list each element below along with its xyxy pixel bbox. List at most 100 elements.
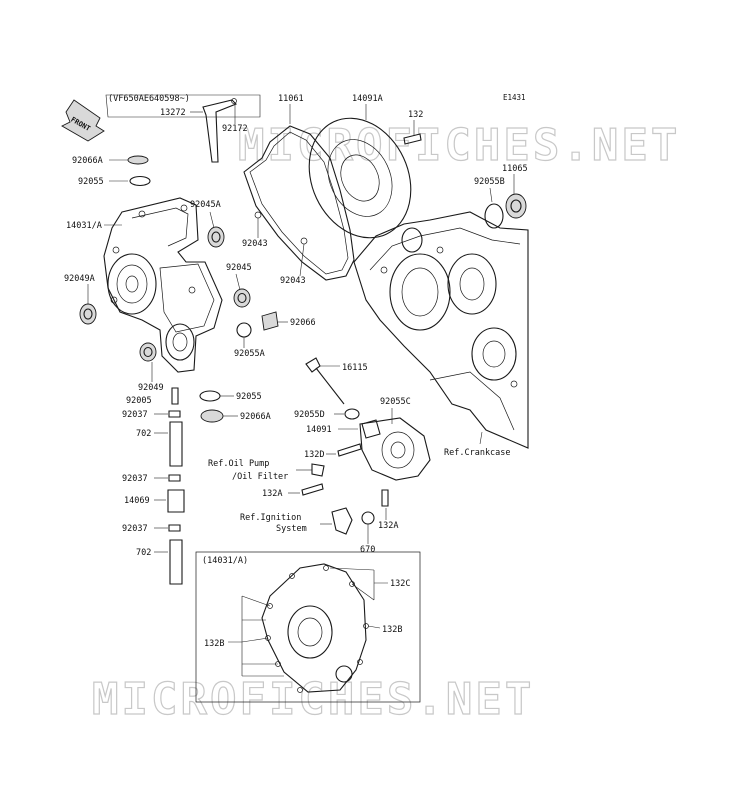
label-14091A: 14091A xyxy=(352,94,383,104)
label-14069: 14069 xyxy=(124,496,150,506)
ref-crankcase: Ref.Crankcase xyxy=(444,448,511,458)
clamp-92037-a xyxy=(168,410,181,418)
seal-92049A-inner xyxy=(83,308,93,320)
crankcase xyxy=(353,211,529,449)
dipstick-rod-16115 xyxy=(315,367,345,405)
label-16115: 16115 xyxy=(342,363,368,373)
inset-box xyxy=(195,551,421,703)
plug-92066 xyxy=(261,311,279,331)
gasket-11061 xyxy=(243,125,355,281)
label-92037-a: 92037 xyxy=(122,410,148,420)
label-132B-left: 132B xyxy=(204,639,224,649)
watermark-bottom: MICROFICHES.NET xyxy=(92,674,534,725)
lead-ref-crankcase xyxy=(479,431,483,445)
label-702-b: 702 xyxy=(136,548,151,558)
dowel-92043-a xyxy=(254,211,262,219)
hose-702-b xyxy=(169,539,183,585)
label-92066A-mid: 92066A xyxy=(240,412,271,422)
label-92043-b: 92043 xyxy=(280,276,306,286)
label-92055C: 92055C xyxy=(380,397,411,407)
seal-92045 xyxy=(233,288,251,308)
lead-92055B xyxy=(489,187,493,203)
label-132A-b: 132A xyxy=(378,521,398,531)
label-11065: 11065 xyxy=(502,164,528,174)
seal-11065 xyxy=(505,193,527,219)
lead-132B-left xyxy=(228,595,284,677)
cover-14091 xyxy=(359,417,431,481)
label-92172: 92172 xyxy=(222,124,248,134)
bolt-132A-a xyxy=(301,483,324,496)
seal-92045A xyxy=(207,226,225,248)
label-92037-b: 92037 xyxy=(122,474,148,484)
seal-92045-inner xyxy=(237,292,247,304)
ref-oil-filter: /Oil Filter xyxy=(232,472,288,482)
watermark-top: MICROFICHES.NET xyxy=(238,120,680,171)
label-14091: 14091 xyxy=(306,425,332,435)
oring-92055D xyxy=(344,408,360,420)
plate-14091A-inner xyxy=(327,139,393,217)
clamp-92037-b xyxy=(168,474,181,482)
label-92043-a: 92043 xyxy=(242,239,268,249)
lead-132C xyxy=(329,567,388,601)
dowel-92043-b xyxy=(300,237,308,245)
seal-92049A xyxy=(79,303,97,325)
label-92045A: 92045A xyxy=(190,200,221,210)
ignition-sensor xyxy=(331,507,353,535)
seal-92049-inner xyxy=(143,346,153,358)
lead-92043-b xyxy=(299,243,305,277)
label-11061: 11061 xyxy=(278,94,304,104)
ref-oil-pump: Ref.Oil Pump xyxy=(208,459,269,469)
filter-14069 xyxy=(167,489,185,513)
inset-title: (14031/A) xyxy=(202,556,248,566)
inset-cover-14031A xyxy=(261,563,369,693)
label-14031A: 14031/A xyxy=(66,221,102,231)
plate-14091A-hub xyxy=(340,154,380,202)
label-132D: 132D xyxy=(304,450,324,460)
label-92049: 92049 xyxy=(138,383,164,393)
label-92005: 92005 xyxy=(126,396,152,406)
cover-14031A xyxy=(103,197,223,373)
bolt-132D xyxy=(337,443,362,457)
clamp-92037-c xyxy=(168,524,181,532)
label-92055A: 92055A xyxy=(234,349,265,359)
oring-670 xyxy=(361,511,375,525)
cap-92066A-top xyxy=(127,155,149,165)
seal-92049 xyxy=(139,342,157,362)
label-92066: 92066 xyxy=(290,318,316,328)
serial-note: (VF650AE640598~) xyxy=(108,94,190,104)
label-92055-top: 92055 xyxy=(78,177,104,187)
label-92045: 92045 xyxy=(226,263,252,273)
seal-92045A-inner xyxy=(211,231,221,243)
oring-92055B xyxy=(484,203,504,229)
seal-11065-inner xyxy=(510,199,522,213)
cap-92066A-mid xyxy=(200,409,224,423)
label-92066A-top: 92066A xyxy=(72,156,103,166)
lead-92045 xyxy=(235,273,241,291)
label-92055B: 92055B xyxy=(474,177,505,187)
lead-132B-right xyxy=(367,625,381,629)
label-670: 670 xyxy=(360,545,375,555)
ref-ignition-system: System xyxy=(276,524,307,534)
diagram-id: E1431 xyxy=(503,93,526,102)
bolt-92172 xyxy=(231,98,237,104)
label-92037-c: 92037 xyxy=(122,524,148,534)
bolt-132A-b xyxy=(381,489,389,507)
ref-ignition: Ref.Ignition xyxy=(240,513,301,523)
label-92055D: 92055D xyxy=(294,410,325,420)
label-92055-mid: 92055 xyxy=(236,392,262,402)
label-92049A: 92049A xyxy=(64,274,95,284)
plate-14091A xyxy=(308,117,412,239)
hose-702-a xyxy=(169,421,183,467)
oil-pump-link xyxy=(311,463,325,477)
label-132: 132 xyxy=(408,110,423,120)
label-702-a: 702 xyxy=(136,429,151,439)
serial-bracket xyxy=(105,94,261,118)
label-132A-a: 132A xyxy=(262,489,282,499)
label-132C: 132C xyxy=(390,579,410,589)
oring-92055-top xyxy=(129,175,151,187)
fitting-92005 xyxy=(171,387,179,405)
bracket-13272 xyxy=(202,99,237,163)
label-13272: 13272 xyxy=(160,108,186,118)
